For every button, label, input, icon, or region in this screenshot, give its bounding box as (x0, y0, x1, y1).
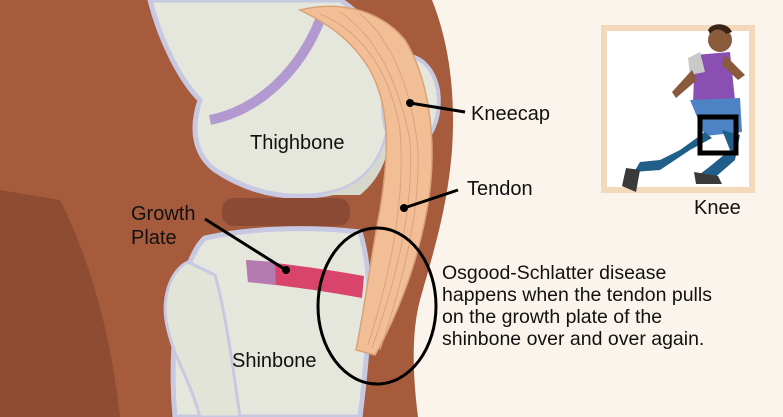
label-kneecap: Kneecap (471, 103, 550, 125)
knee-inset (604, 24, 752, 192)
growth-plate-band-fade (246, 260, 276, 285)
description-line: shinbone over and over again. (442, 328, 712, 350)
description-text: Osgood-Schlatter disease happens when th… (442, 262, 712, 350)
description-line: on the growth plate of the (442, 306, 712, 328)
label-tendon: Tendon (467, 178, 533, 200)
tendon-pointer-dot (400, 204, 408, 212)
joint-gap (222, 198, 350, 226)
growth-plate-pointer-dot (282, 266, 290, 274)
label-plate: Plate (131, 227, 177, 249)
kneecap-pointer-dot (406, 99, 414, 107)
label-thighbone: Thighbone (250, 132, 345, 154)
label-shinbone: Shinbone (232, 350, 317, 372)
description-line: Osgood-Schlatter disease (442, 262, 712, 284)
description-line: happens when the tendon pulls (442, 284, 712, 306)
label-knee: Knee (694, 197, 741, 219)
label-growth: Growth (131, 203, 195, 225)
